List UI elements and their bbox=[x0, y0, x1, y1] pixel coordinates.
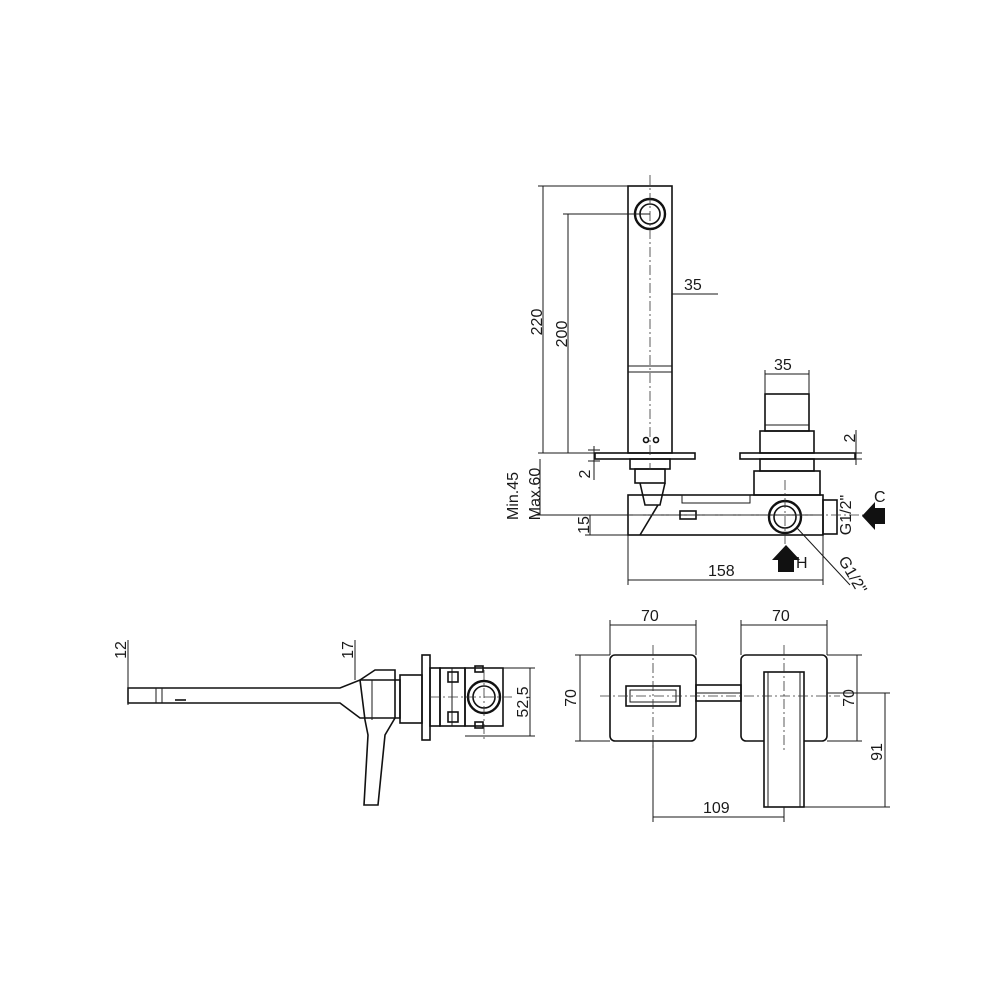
dim-side-spout: 12 bbox=[113, 641, 130, 659]
dim-plate-right: 2 bbox=[842, 433, 859, 442]
dim-min-depth: Min.45 bbox=[505, 472, 522, 520]
cold-arrow-icon bbox=[862, 502, 885, 530]
dim-spout-length: 220 bbox=[529, 309, 546, 336]
dim-side-height: 52,5 bbox=[515, 686, 532, 717]
dim-spout-width: 35 bbox=[684, 277, 702, 294]
front-view: 70 70 70 70 91 109 bbox=[563, 608, 890, 822]
dim-front-left-height: 70 bbox=[563, 689, 580, 707]
side-plate bbox=[421, 654, 431, 741]
hot-arrow-icon bbox=[772, 545, 800, 572]
handle-plate bbox=[739, 452, 856, 460]
dim-max-depth: Max.60 bbox=[527, 468, 544, 521]
dim-centers: 158 bbox=[708, 563, 735, 580]
dim-front-right-width: 70 bbox=[772, 608, 790, 625]
side-view: 12 17 52,5 bbox=[113, 640, 535, 806]
dim-spout-reach: 200 bbox=[554, 321, 571, 348]
cold-inlet bbox=[822, 499, 838, 535]
dim-front-spacing: 109 bbox=[703, 800, 730, 817]
side-spout bbox=[127, 679, 401, 719]
label-hot: H bbox=[796, 555, 808, 572]
dim-side-body: 17 bbox=[340, 641, 357, 659]
dim-plate-left: 2 bbox=[577, 469, 594, 478]
spout-plate bbox=[594, 452, 696, 460]
label-cold: C bbox=[874, 489, 886, 506]
dim-front-handle-height: 91 bbox=[869, 743, 886, 761]
dim-handle-width: 35 bbox=[774, 357, 792, 374]
dim-offset: 15 bbox=[576, 516, 593, 534]
dim-front-right-height: 70 bbox=[841, 689, 858, 707]
side-lever bbox=[359, 669, 396, 806]
dim-front-left-width: 70 bbox=[641, 608, 659, 625]
top-view: 220 200 35 35 2 2 Min.45 Max.60 15 bbox=[505, 175, 886, 597]
label-thread-h: G1/2" bbox=[835, 554, 870, 597]
label-thread-c: G1/2" bbox=[838, 495, 855, 535]
